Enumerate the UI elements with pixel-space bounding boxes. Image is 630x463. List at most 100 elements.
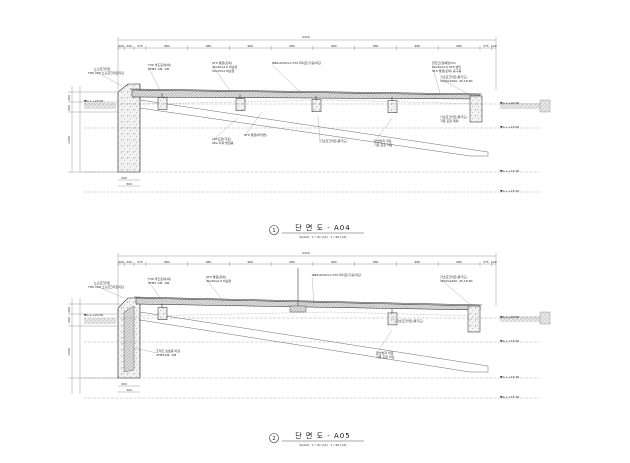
section-scale: SCALE : 1 / 30 (A1) · 1 / 60 (A3) [299, 443, 346, 447]
level-label-1: ▼G.L.+20.00 [500, 315, 519, 319]
ground-left [84, 103, 116, 109]
annotation-label: 기존 포장 마감 [376, 354, 395, 359]
annotation-label: T30 석조포세(세) [147, 62, 171, 67]
segment-dimension: 300 [126, 260, 132, 264]
segment-dimension: 980 [331, 260, 337, 264]
curb-right [539, 311, 551, 325]
segment-dimension: 980 [289, 44, 295, 48]
segment-dimension: 980 [289, 260, 295, 264]
left-dim-2: 400 [67, 105, 71, 111]
segment-dimension: 980 [456, 260, 462, 264]
annotation-label: 노출콘크리트 [94, 66, 111, 71]
segment-dimension: 980 [373, 260, 379, 264]
segment-dimension: 980 [414, 44, 420, 48]
leader-line [431, 64, 441, 94]
annotation-label: 40x40x4.0 비슷면 [212, 64, 237, 69]
leader-line [311, 276, 315, 306]
segment-dimension: 375 [137, 260, 143, 264]
bottom-dim-1: 200 [121, 176, 127, 180]
annotation-label: 2FMX1/B, 1/B [156, 353, 176, 357]
annotation-label: Φ80x630mm STS 파이프(가공)마감 [272, 60, 321, 65]
overall-dimension: 9420 [302, 35, 310, 39]
level-label-2: ▼G.L.+19.50 [500, 125, 519, 129]
annotation-label: Φ80x630mm STS 파이프(가공)마감 [312, 272, 361, 277]
annotation-label: STS 앵글(포세) [206, 274, 226, 279]
section-number: 1 [272, 228, 275, 234]
level-lines [84, 317, 540, 399]
segment-dimension: 200 [118, 260, 124, 264]
footings [157, 93, 398, 113]
segment-dimension: 980 [456, 44, 462, 48]
footing-block [311, 99, 322, 112]
annotation-label: 기초콘크리트(틀기도) [440, 74, 467, 79]
annotation-label: 3000x1000, 25-18-80 [440, 79, 473, 83]
annotation-label: 판전고(일체형)3m [432, 60, 456, 65]
annotation-label: T30 석조포세(세) [147, 276, 171, 281]
annotation-label: THK 100 노출콘크리트마감 [87, 284, 124, 289]
leader-line [317, 115, 321, 143]
annotation-label: 조적조 보호층 마감 [156, 348, 180, 353]
wall-insulation [123, 305, 135, 373]
drain-box [289, 305, 307, 313]
leader-line [93, 70, 123, 87]
segment-dimension: 100 [491, 44, 497, 48]
top-rail [133, 296, 483, 306]
level-label-1: ▼G.L.+20.00 [500, 101, 519, 105]
leader-line [133, 347, 157, 353]
level-label-3: ▼G.L.+19.30 [500, 169, 519, 173]
bottom-dimension-chain [118, 385, 140, 393]
annotation-label: 10T도장(각포) [212, 136, 231, 141]
segment-dimension: 980 [164, 44, 170, 48]
leader-line [93, 284, 125, 299]
annotation-label: 3000x1000, 25-18-80 [440, 279, 473, 283]
footing-block [387, 100, 398, 113]
footing-block [235, 98, 246, 111]
curb-right [539, 99, 551, 113]
section-number: 2 [272, 436, 275, 442]
segment-dimension: 980 [247, 44, 253, 48]
leader-line [439, 278, 473, 307]
hidden-line [139, 311, 481, 317]
leader-line [391, 315, 397, 323]
bottom-dim-1: 200 [121, 382, 127, 386]
section-scale: SCALE : 1 / 30 (A1) · 1 / 60 (A3) [299, 235, 346, 239]
annotation-label: 기초콘크리트(틀기도) [440, 114, 467, 119]
right-post [469, 95, 483, 123]
bottom-dim-2: 300 [126, 388, 132, 392]
leader-line [439, 78, 475, 98]
left-dim-3: 1200 [67, 136, 71, 144]
annotation-label: 기존 포장 제외 [440, 118, 459, 123]
leader-line [205, 278, 225, 303]
section-number-circle [269, 433, 279, 443]
annotation-label: 50x70x3 비슷면 [212, 68, 235, 73]
level-label-4: ▼G.L.+15.50 [500, 395, 519, 399]
left-dim-3: 1200 [67, 348, 71, 356]
annotation-label: 기초콘크리트(틀기도) [396, 318, 423, 323]
segment-dimension: 375 [483, 44, 489, 48]
hidden-line [139, 99, 481, 105]
footing-block [387, 312, 398, 326]
leader-line [271, 64, 301, 93]
leader-line [147, 66, 161, 91]
segment-dimension: 375 [483, 260, 489, 264]
ground-right [500, 103, 540, 109]
section-title: 단 면 도 - A04 [295, 223, 350, 232]
left-dim-1: 400 [67, 307, 71, 313]
segment-dimension: 100 [491, 260, 497, 264]
bottom-dimension-chain [118, 179, 140, 187]
annotation-label: 노출콘크리트 [94, 280, 111, 285]
annotation-label: STS 앵글(포세) 공구용 [432, 68, 461, 73]
leader-line [211, 117, 239, 141]
right-post [467, 305, 481, 333]
segment-dimension: 980 [206, 44, 212, 48]
segment-dimension: 980 [206, 260, 212, 264]
annotation-label: 2FMX 1/B, 1/B [148, 67, 169, 71]
annotation-label: STS 앵글(포세) [212, 60, 232, 65]
annotation-label: STS 앵글(바닥면) [244, 132, 267, 137]
top-rail [129, 88, 483, 95]
